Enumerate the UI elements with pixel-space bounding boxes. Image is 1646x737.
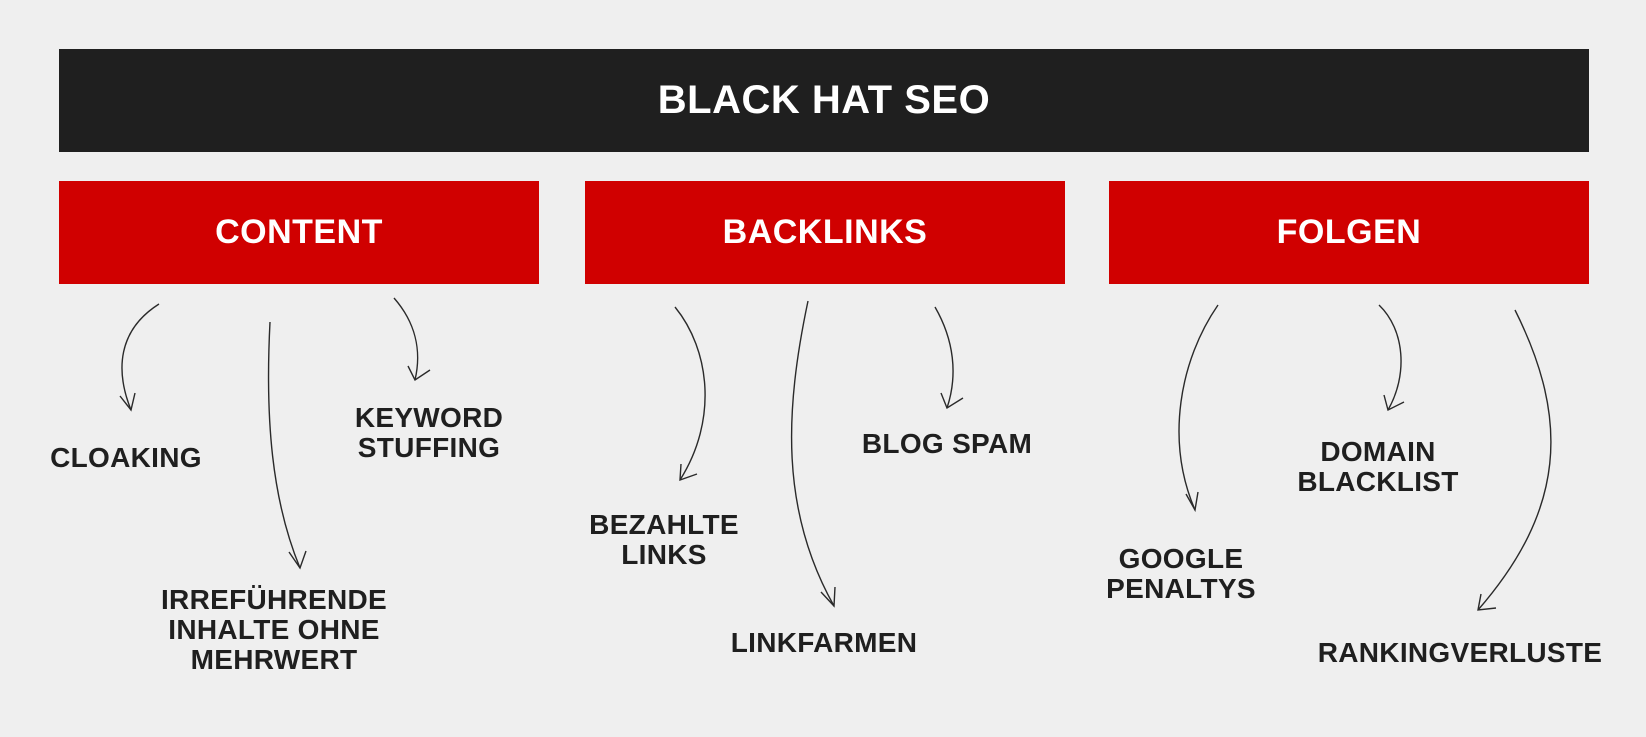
arrow-backlinks-linkfarmen xyxy=(790,300,836,608)
arrow-content-cloaking xyxy=(119,303,160,412)
leaf-rankingverluste: RANKINGVERLUSTE xyxy=(1317,637,1603,668)
arrow-folgen-google-penaltys xyxy=(1178,304,1219,513)
leaf-linkfarmen: LINKFARMEN xyxy=(730,627,918,658)
leaf-google-penaltys: GOOGLE PENALTYS xyxy=(1106,543,1256,604)
leaf-irrefuehrende-inhalte: IRREFÜHRENDE INHALTE OHNE MEHRWERT xyxy=(160,584,388,675)
category-box-backlinks: BACKLINKS xyxy=(585,181,1065,284)
arrow-folgen-domain-blacklist xyxy=(1378,304,1405,412)
arrow-content-irrefuehrende xyxy=(267,321,307,570)
arrow-backlinks-bezahlte-links xyxy=(674,306,706,482)
diagram-title: BLACK HAT SEO xyxy=(657,78,991,122)
category-box-content: CONTENT xyxy=(59,181,539,284)
arrow-folgen-rankingverluste xyxy=(1477,309,1552,611)
category-label-backlinks: BACKLINKS xyxy=(722,213,928,251)
leaf-blog-spam: BLOG SPAM xyxy=(861,428,1033,459)
arrow-content-keyword-stuffing xyxy=(393,297,431,382)
category-label-content: CONTENT xyxy=(215,213,383,251)
leaf-bezahlte-links: BEZAHLTE LINKS xyxy=(589,509,739,570)
leaf-domain-blacklist: DOMAIN BLACKLIST xyxy=(1297,436,1459,497)
leaf-keyword-stuffing: KEYWORD STUFFING xyxy=(354,402,504,463)
category-box-folgen: FOLGEN xyxy=(1109,181,1589,284)
arrow-backlinks-blog-spam xyxy=(934,306,964,410)
category-label-folgen: FOLGEN xyxy=(1276,213,1422,251)
diagram-title-bar: BLACK HAT SEO xyxy=(59,49,1589,152)
leaf-cloaking: CLOAKING xyxy=(50,442,202,473)
